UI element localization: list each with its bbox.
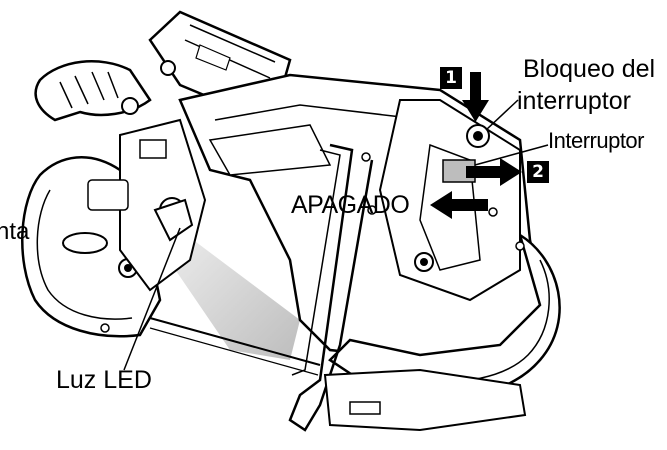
switch-leader-line bbox=[474, 144, 549, 166]
step-two-badge: 2 bbox=[527, 161, 549, 183]
lock-leader-line bbox=[485, 99, 519, 131]
cut-off-label: nta bbox=[0, 218, 30, 245]
arrow-down-icon bbox=[462, 72, 489, 122]
arrow-left-icon bbox=[430, 191, 488, 219]
off-label: APAGADO bbox=[291, 191, 410, 219]
led-housing bbox=[153, 198, 194, 242]
lock-label-line2: interruptor bbox=[517, 87, 631, 115]
lock-label-line1: Bloqueo del bbox=[523, 55, 656, 83]
front-shoe bbox=[323, 368, 527, 432]
led-label: Luz LED bbox=[56, 366, 152, 394]
blade bbox=[149, 317, 321, 366]
led-beam bbox=[170, 230, 300, 360]
arrow-right-icon bbox=[466, 158, 522, 186]
led-leader-line bbox=[123, 227, 181, 371]
step-one-badge: 1 bbox=[440, 67, 462, 89]
switch-label: Interruptor bbox=[548, 128, 645, 153]
blade-guard bbox=[288, 143, 374, 432]
